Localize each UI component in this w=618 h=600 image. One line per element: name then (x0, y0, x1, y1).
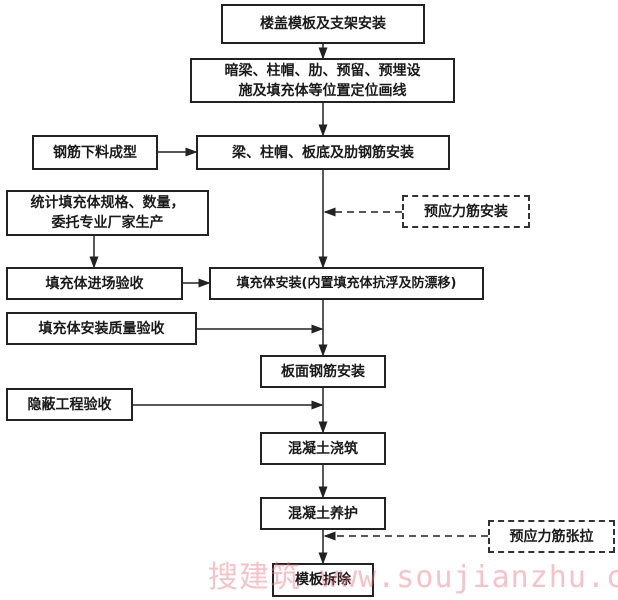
step-label: 钢筋下料成型 (53, 144, 137, 161)
step-label: 模板拆除 (295, 572, 351, 588)
step-filler-statistics: 统计填充体规格、数量，委托专业厂家生产 (6, 190, 209, 236)
step-formwork-removal: 模板拆除 (272, 563, 374, 597)
step-label: 预应力筋安装 (424, 203, 508, 220)
step-label: 暗梁、柱帽、肋、预留、预埋设施及填充体等位置定位画线 (224, 62, 421, 99)
step-label: 板面钢筋安装 (281, 363, 365, 380)
step-label: 隐蔽工程验收 (27, 396, 112, 413)
step-rebar-fabrication: 钢筋下料成型 (32, 135, 158, 170)
step-concealed-works-acceptance: 隐蔽工程验收 (6, 388, 133, 421)
step-top-rebar-install: 板面钢筋安装 (260, 355, 386, 388)
step-label: 梁、柱帽、板底及肋钢筋安装 (232, 144, 414, 161)
step-filler-install: 填充体安装(内置填充体抗浮及防漂移) (209, 267, 484, 300)
step-filler-quality-acceptance: 填充体安装质量验收 (6, 312, 197, 345)
step-label: 填充体安装质量验收 (38, 320, 165, 337)
step-label: 混凝土养护 (288, 505, 358, 522)
step-layout-marking: 暗梁、柱帽、肋、预留、预埋设施及填充体等位置定位画线 (190, 58, 455, 103)
step-filler-site-acceptance: 填充体进场验收 (6, 267, 183, 300)
step-label: 统计填充体规格、数量，委托专业厂家生产 (30, 195, 185, 231)
step-prestress-tensioning: 预应力筋张拉 (488, 520, 615, 553)
step-label: 混凝土浇筑 (288, 440, 358, 457)
step-concrete-curing: 混凝土养护 (260, 497, 386, 530)
step-label: 填充体进场验收 (45, 275, 144, 292)
step-label: 预应力筋张拉 (509, 528, 594, 545)
step-bottom-rebar-install: 梁、柱帽、板底及肋钢筋安装 (196, 135, 450, 170)
step-label: 填充体安装(内置填充体抗浮及防漂移) (236, 275, 457, 291)
step-prestress-tendon-install: 预应力筋安装 (402, 195, 530, 228)
step-concrete-pouring: 混凝土浇筑 (260, 432, 386, 465)
step-label: 楼盖模板及支架安装 (260, 16, 386, 32)
step-formwork-install: 楼盖模板及支架安装 (221, 4, 425, 44)
